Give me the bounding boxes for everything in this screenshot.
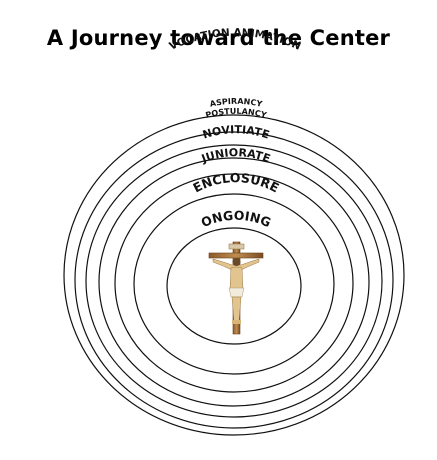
ring-enclosure	[133, 193, 335, 375]
stage-label-enclosure: ENCLOSURE	[190, 170, 281, 195]
stage-label-juniorate: JUNIORATE	[199, 146, 272, 166]
stage-label-vocation-animation: VOCATION ANIMATION	[168, 27, 303, 53]
ring-postulancy	[85, 144, 383, 418]
diagram-title: A Journey toward the Center	[46, 26, 391, 50]
ring-vocation-animation	[63, 114, 405, 436]
stage-label-novitiate: NOVITIATE	[201, 123, 271, 141]
ring-ongoing	[166, 227, 302, 345]
stage-label-postulancy: POSTULANCY	[205, 107, 268, 120]
ring-novitiate	[98, 157, 370, 407]
ring-aspirancy	[74, 131, 394, 429]
stage-label-ongoing: ONGOING	[199, 208, 273, 231]
ring-juniorate	[114, 173, 354, 393]
crucifix-icon	[208, 241, 264, 335]
stage-label-aspirancy: ASPIRANCY	[209, 97, 263, 109]
